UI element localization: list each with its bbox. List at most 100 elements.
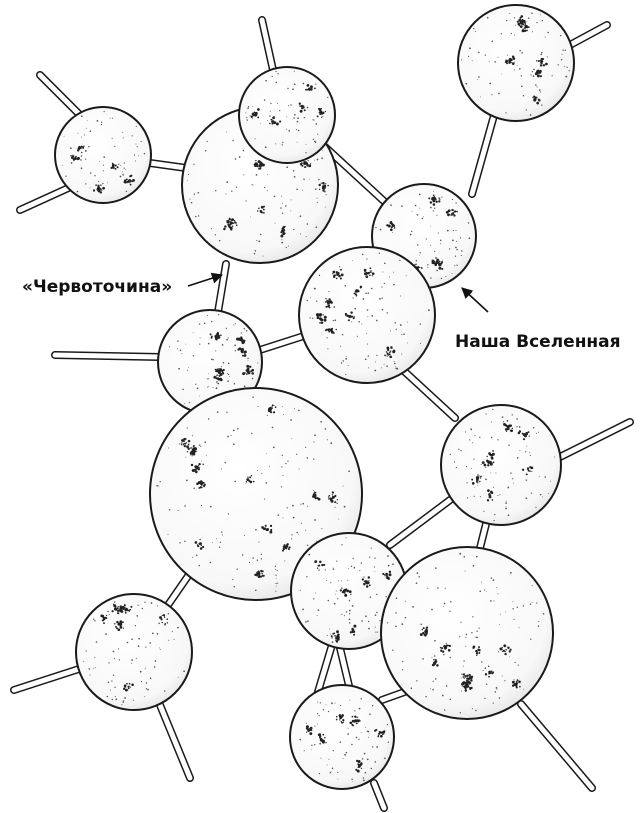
star-dot: [154, 666, 156, 668]
galaxy-speckle: [283, 548, 284, 549]
star-dot: [440, 243, 441, 244]
galaxy-speckle: [512, 685, 514, 687]
star-dot: [365, 293, 367, 295]
galaxy-speckle: [505, 651, 506, 652]
galaxy-speckle: [369, 267, 371, 269]
star-dot: [330, 772, 331, 773]
star-dot: [213, 359, 214, 360]
galaxy-speckle: [330, 329, 333, 332]
star-dot: [194, 194, 195, 195]
star-dot: [292, 505, 294, 507]
galaxy-speckle: [352, 629, 354, 631]
star-dot: [294, 114, 296, 116]
star-dot: [269, 115, 270, 116]
star-dot: [325, 742, 327, 744]
galaxy-speckle: [339, 275, 341, 277]
galaxy-speckle: [310, 163, 311, 164]
star-dot: [317, 724, 318, 725]
galaxy-speckle: [115, 165, 117, 167]
star-dot: [564, 66, 565, 67]
galaxy-speckle: [235, 222, 236, 223]
wormhole-label: «Червоточина»: [22, 277, 172, 297]
star-dot: [264, 499, 265, 500]
star-dot: [282, 203, 283, 204]
star-dot: [169, 509, 171, 511]
galaxy-speckle: [476, 476, 479, 479]
galaxy-speckle: [352, 631, 353, 632]
galaxy-speckle: [130, 606, 132, 608]
star-dot: [234, 345, 236, 347]
star-dot: [369, 713, 371, 715]
galaxy-speckle: [217, 336, 219, 338]
star-dot: [299, 739, 301, 741]
star-dot: [469, 47, 471, 49]
galaxy-speckle: [503, 423, 506, 426]
galaxy-speckle: [529, 470, 531, 472]
star-dot: [388, 565, 390, 567]
galaxy-speckle: [257, 116, 259, 118]
star-dot: [226, 339, 228, 341]
star-dot: [496, 689, 497, 690]
galaxy-speckle: [321, 322, 323, 324]
star-dot: [302, 190, 303, 191]
star-dot: [368, 621, 369, 622]
star-dot: [304, 117, 305, 118]
galaxy-speckle: [492, 671, 494, 673]
star-dot: [456, 247, 457, 248]
galaxy-speckle: [258, 160, 261, 163]
star-dot: [282, 213, 283, 214]
star-dot: [233, 430, 235, 432]
galaxy-speckle: [349, 315, 351, 317]
star-dot: [423, 216, 424, 217]
star-dot: [515, 25, 516, 26]
galaxy-speckle: [471, 676, 473, 678]
galaxy-speckle: [355, 769, 357, 771]
star-dot: [247, 120, 248, 121]
galaxy-speckle: [327, 185, 329, 187]
galaxy-speckle: [369, 274, 371, 276]
star-dot: [444, 709, 445, 710]
star-dot: [485, 479, 487, 481]
star-dot: [178, 510, 179, 511]
galaxy-speckle: [479, 481, 480, 482]
galaxy-speckle: [282, 228, 283, 229]
star-dot: [157, 633, 159, 635]
star-dot: [473, 459, 474, 460]
star-dot: [478, 627, 479, 628]
star-dot: [349, 600, 350, 601]
galaxy-speckle: [313, 495, 316, 498]
star-dot: [260, 234, 261, 235]
star-dot: [320, 702, 321, 703]
star-dot: [505, 508, 507, 510]
galaxy-speckle: [284, 544, 285, 545]
star-dot: [199, 565, 201, 567]
star-dot: [428, 309, 430, 311]
galaxy-speckle: [244, 350, 247, 353]
star-dot: [445, 276, 446, 277]
star-dot: [504, 680, 505, 681]
galaxy-speckle: [487, 499, 489, 501]
star-dot: [326, 580, 327, 581]
galaxy-speckle: [187, 448, 189, 450]
star-dot: [144, 696, 145, 697]
star-dot: [286, 166, 288, 168]
galaxy-speckle: [335, 640, 336, 641]
star-dot: [458, 449, 459, 450]
star-dot: [530, 114, 532, 116]
galaxy-speckle: [341, 274, 344, 277]
star-dot: [222, 344, 224, 346]
galaxy-speckle: [492, 453, 495, 456]
star-dot: [327, 97, 328, 98]
star-dot: [298, 534, 299, 535]
star-dot: [544, 476, 545, 477]
star-dot: [95, 667, 96, 668]
star-dot: [258, 542, 259, 543]
star-dot: [252, 396, 254, 398]
star-dot: [182, 389, 184, 391]
star-dot: [433, 681, 434, 682]
star-dot: [488, 666, 490, 668]
star-dot: [461, 690, 462, 691]
star-dot: [351, 744, 353, 746]
star-dot: [386, 596, 387, 597]
star-dot: [80, 159, 82, 161]
